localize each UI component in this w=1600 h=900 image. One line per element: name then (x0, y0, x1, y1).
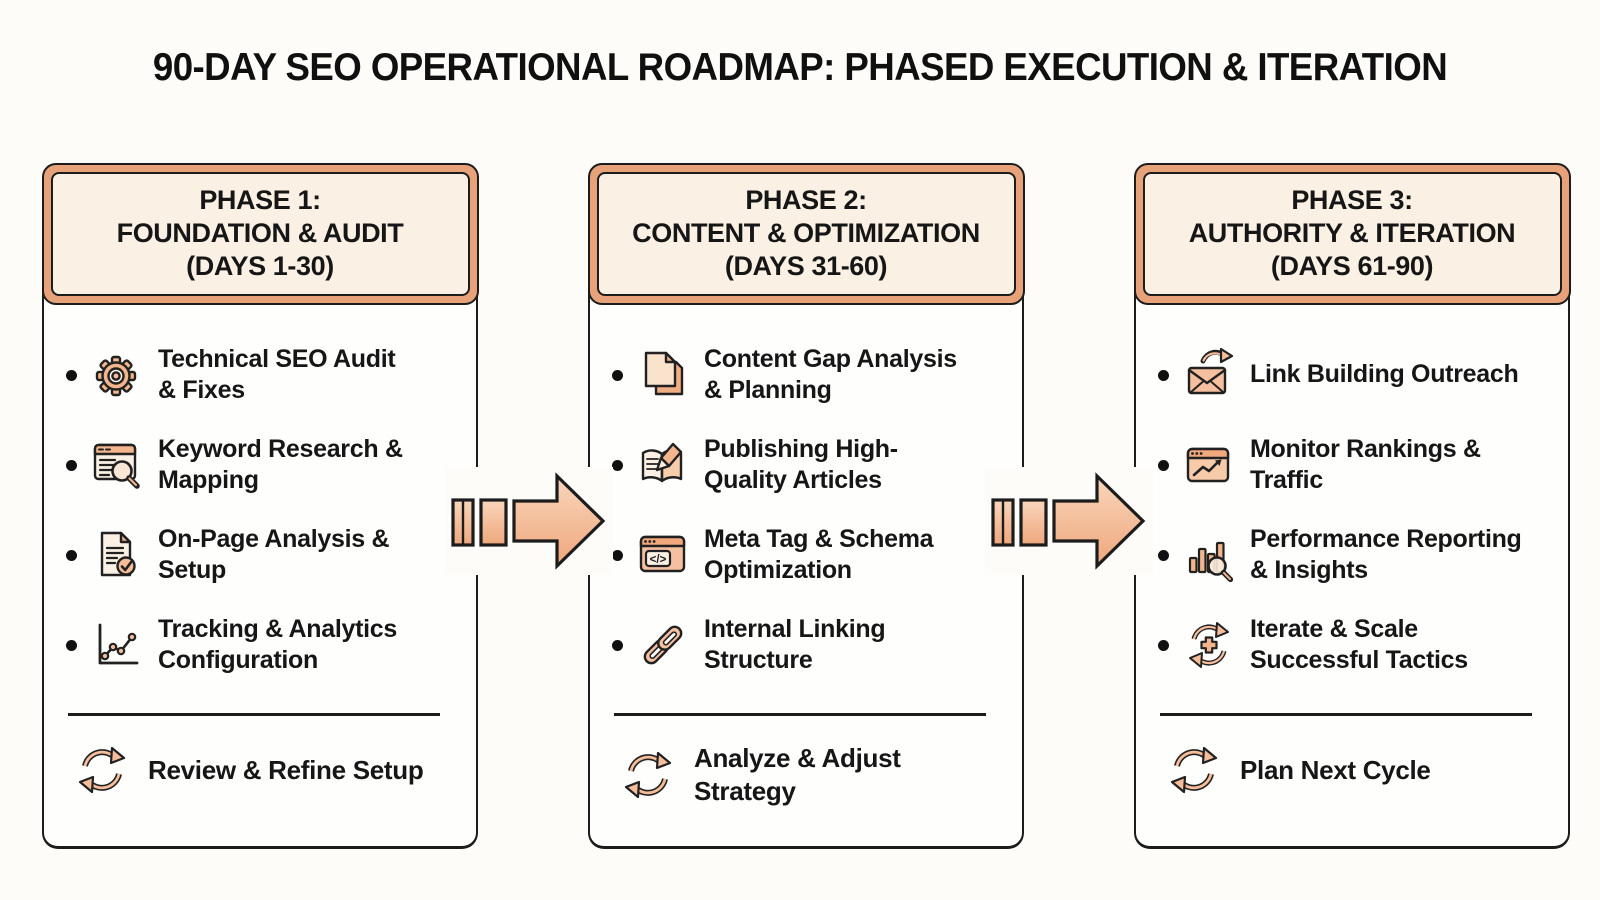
phase-3-footer: Plan Next Cycle (1136, 716, 1568, 798)
phase-2-days: (DAYS 31-60) (724, 250, 888, 281)
keyword-research-icon (90, 438, 144, 492)
link-outreach-icon (1182, 348, 1236, 402)
footer-label: Analyze & Adjust Strategy (694, 743, 901, 806)
bullet-dot (612, 639, 623, 651)
bullet-dot (1158, 459, 1169, 471)
on-page-analysis-icon (90, 528, 144, 582)
footer-label: Plan Next Cycle (1240, 754, 1431, 785)
phase-3-days: (DAYS 61-90) (1270, 250, 1434, 281)
bullet-dot (1158, 369, 1169, 381)
phase-1-card: PHASE 1: FOUNDATION & AUDIT (DAYS 1-30) (41, 162, 479, 849)
item-label: Publishing High- Quality Articles (704, 434, 898, 495)
iterate-scale-icon (1182, 618, 1236, 672)
divider (614, 713, 986, 716)
content-gap-icon (636, 348, 690, 402)
phase-3-header: PHASE 3: AUTHORITY & ITERATION (DAYS 61-… (1133, 162, 1571, 305)
bullet-dot (1158, 639, 1169, 651)
phase-2-title: PHASE 2: (745, 185, 867, 216)
phase-2-card: PHASE 2: CONTENT & OPTIMIZATION (DAYS 31… (587, 162, 1025, 849)
list-item: Internal Linking Structure (612, 613, 1010, 677)
phase-2-header: PHASE 2: CONTENT & OPTIMIZATION (DAYS 31… (587, 162, 1025, 305)
phase-1-title: PHASE 1: (199, 185, 321, 216)
meta-tag-icon: </> (636, 528, 690, 582)
svg-text:</>: </> (650, 554, 667, 566)
bullet-dot (66, 459, 77, 471)
divider (68, 713, 440, 716)
phase-1-days: (DAYS 1-30) (186, 250, 334, 281)
list-item: Tracking & Analytics Configuration (66, 613, 464, 677)
bullet-dot (66, 639, 77, 651)
bullet-dot (66, 369, 77, 381)
list-item: </> Meta Tag & Schema Optimization (612, 523, 1010, 587)
list-item: Keyword Research & Mapping (66, 433, 464, 497)
refresh-icon (1166, 742, 1222, 798)
divider (1160, 713, 1532, 716)
item-label: Iterate & Scale Successful Tactics (1250, 614, 1468, 675)
item-label: Link Building Outreach (1250, 360, 1519, 389)
publishing-icon (636, 438, 690, 492)
phase-1-subtitle: FOUNDATION & AUDIT (116, 218, 404, 249)
refresh-icon (620, 747, 676, 803)
list-item: Technical SEO Audit & Fixes (66, 343, 464, 407)
item-label: Tracking & Analytics Configuration (158, 614, 397, 675)
bullet-dot (612, 459, 623, 471)
phase-3-subtitle: AUTHORITY & ITERATION (1188, 218, 1516, 249)
item-label: Monitor Rankings & Traffic (1250, 434, 1481, 495)
internal-linking-icon (636, 618, 690, 672)
phase-2-footer: Analyze & Adjust Strategy (590, 716, 1022, 808)
list-item: Publishing High- Quality Articles (612, 433, 1010, 497)
page-title: 90-DAY SEO OPERATIONAL ROADMAP: PHASED E… (152, 46, 1448, 89)
phase-3-title: PHASE 3: (1291, 185, 1413, 216)
list-item: On-Page Analysis & Setup (66, 523, 464, 587)
item-label: Technical SEO Audit & Fixes (158, 344, 396, 405)
tracking-analytics-icon (90, 618, 144, 672)
forward-arrow-icon (445, 467, 613, 575)
item-label: Content Gap Analysis & Planning (704, 344, 957, 405)
gear-icon (90, 348, 144, 402)
list-item: Content Gap Analysis & Planning (612, 343, 1010, 407)
forward-arrow-icon (985, 467, 1153, 575)
item-label: On-Page Analysis & Setup (158, 524, 390, 585)
phase-1-header: PHASE 1: FOUNDATION & AUDIT (DAYS 1-30) (41, 162, 479, 305)
bullet-dot (1158, 549, 1169, 561)
bullet-dot (612, 549, 623, 561)
list-item: Link Building Outreach (1158, 343, 1556, 407)
monitor-rankings-icon (1182, 438, 1236, 492)
phase-1-footer: Review & Refine Setup (44, 716, 476, 798)
bullet-dot (66, 549, 77, 561)
list-item: Monitor Rankings & Traffic (1158, 433, 1556, 497)
item-label: Performance Reporting & Insights (1250, 524, 1522, 585)
item-label: Meta Tag & Schema Optimization (704, 524, 934, 585)
item-label: Keyword Research & Mapping (158, 434, 403, 495)
list-item: Iterate & Scale Successful Tactics (1158, 613, 1556, 677)
footer-label: Review & Refine Setup (148, 754, 424, 785)
phase-2-subtitle: CONTENT & OPTIMIZATION (632, 218, 980, 249)
phase-3-card: PHASE 3: AUTHORITY & ITERATION (DAYS 61-… (1133, 162, 1571, 849)
item-label: Internal Linking Structure (704, 614, 886, 675)
list-item: Performance Reporting & Insights (1158, 523, 1556, 587)
bullet-dot (612, 369, 623, 381)
performance-reporting-icon (1182, 528, 1236, 582)
refresh-icon (74, 742, 130, 798)
